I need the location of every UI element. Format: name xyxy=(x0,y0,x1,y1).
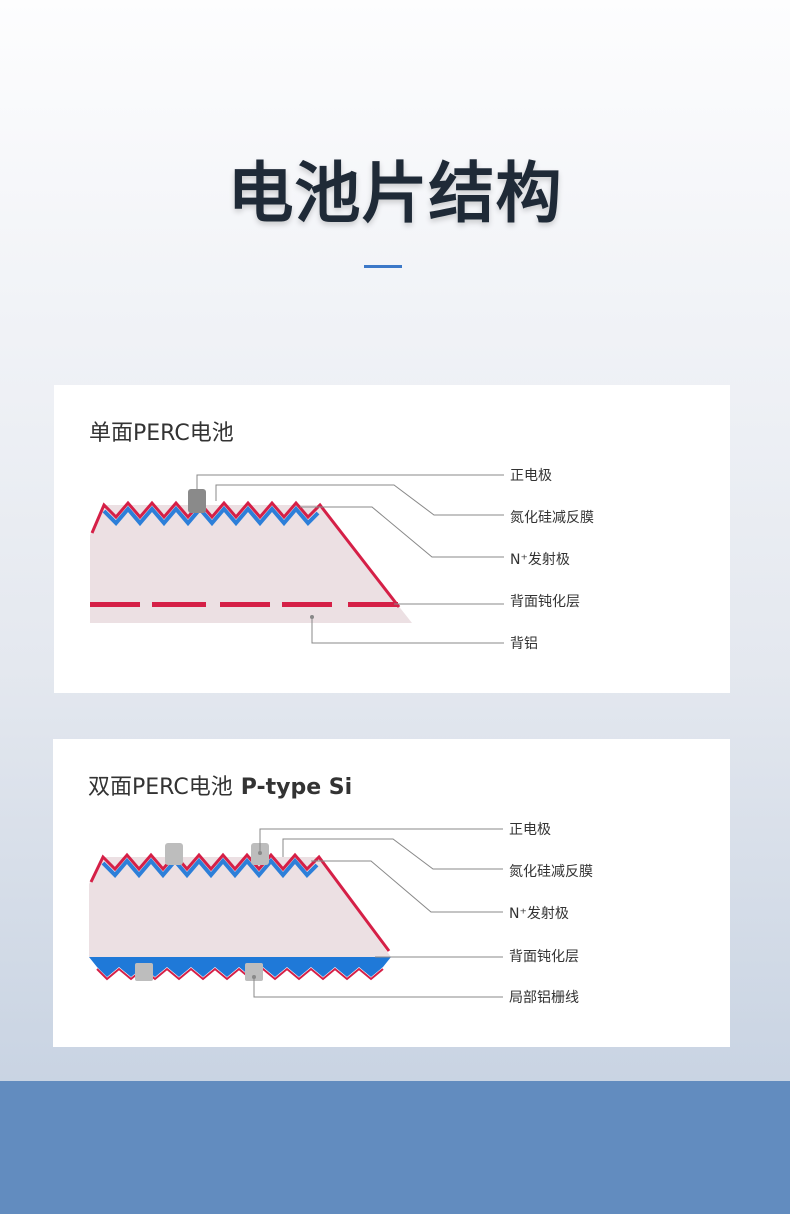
label-front-electrode: 正电极 xyxy=(510,468,552,484)
rear-passivation-layer xyxy=(90,602,398,607)
front-electrode-1 xyxy=(165,843,183,865)
leader-nitride xyxy=(215,484,504,516)
label-rear-passivation: 背面钝化层 xyxy=(510,594,580,610)
leader-front-electrode xyxy=(196,474,504,489)
silicon-wafer xyxy=(90,505,412,623)
title-underline xyxy=(364,265,402,268)
local-aluminum-grid-1 xyxy=(135,963,153,981)
bifacial-perc-title-text: 双面PERC电池 xyxy=(88,775,233,800)
label-n-emitter: N⁺发射极 xyxy=(510,552,570,568)
silicon-nitride-film xyxy=(101,857,319,879)
leader-front-electrode xyxy=(259,828,503,853)
leader-nitride xyxy=(282,838,503,870)
leader-emitter xyxy=(311,860,503,913)
bifacial-perc-cross-section: 正电极 氮化硅减反膜 N⁺发射极 背面钝化层 局部铝栅线 xyxy=(89,822,593,1006)
bifacial-perc-title: 双面PERC电池 P-type Si xyxy=(88,769,352,801)
mono-perc-title-text: 单面PERC电池 xyxy=(89,421,234,446)
label-local-aluminum-grid: 局部铝栅线 xyxy=(509,990,579,1006)
label-rear-aluminum: 背铝 xyxy=(510,636,538,652)
n-emitter-layer xyxy=(90,500,401,608)
mono-perc-cross-section: 正电极 氮化硅减反膜 N⁺发射极 背面钝化层 背铝 xyxy=(90,468,594,652)
label-nitride-film: 氮化硅减反膜 xyxy=(510,510,594,526)
mono-perc-diagram-card: 单面PERC电池 正电极 氮化硅减反膜 N⁺发射极 背面钝化层 背铝 xyxy=(54,385,730,693)
bifacial-perc-diagram-card: 双面PERC电池 P-type Si 正电极 氮化硅减反膜 N⁺发射极 背面钝化层… xyxy=(53,739,730,1047)
local-aluminum-grid-2 xyxy=(245,963,263,981)
leader-rear-aluminum xyxy=(311,617,504,644)
label-rear-passivation: 背面钝化层 xyxy=(509,949,579,965)
label-nitride-film: 氮化硅减反膜 xyxy=(509,864,593,880)
leader-emitter xyxy=(300,506,504,558)
n-emitter-layer xyxy=(89,852,391,952)
mono-perc-title: 单面PERC电池 xyxy=(89,415,234,447)
silicon-nitride-film xyxy=(102,505,320,527)
label-n-emitter: N⁺发射极 xyxy=(509,906,569,922)
leader-local-grid xyxy=(253,977,503,998)
silicon-wafer xyxy=(89,857,391,957)
rear-passivation-layer xyxy=(89,957,391,977)
label-front-electrode: 正电极 xyxy=(509,822,551,838)
front-electrode xyxy=(188,489,206,513)
page-title: 电池片结构 xyxy=(227,155,563,232)
bottom-color-band xyxy=(0,1081,790,1214)
p-type-si-label: P-type Si xyxy=(240,775,353,800)
